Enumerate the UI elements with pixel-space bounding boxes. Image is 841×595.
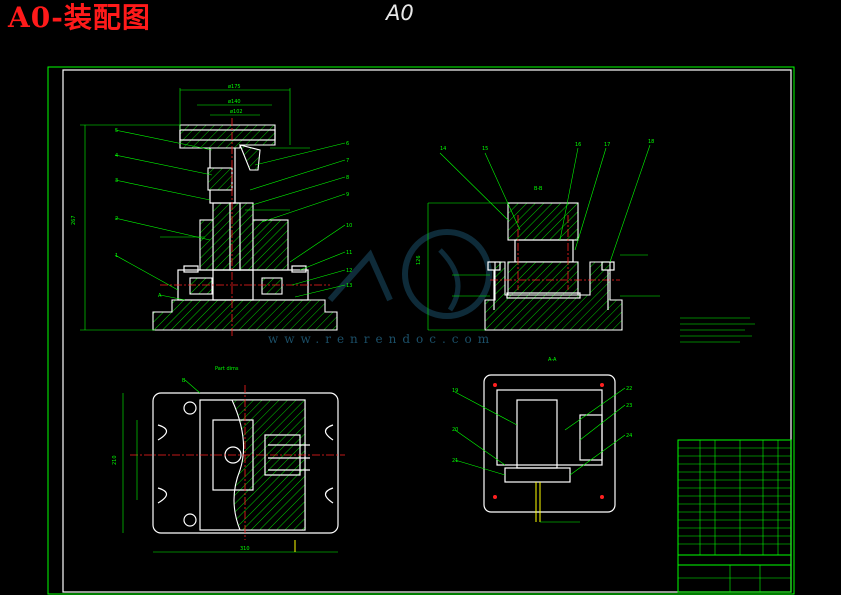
watermark-url: www.renrendoc.com: [268, 332, 496, 346]
svg-text:210: 210: [112, 455, 118, 465]
front-view: 267 ø175 ø140 ø102 5 4 3 2 1 A 6 7 8 9 1…: [71, 84, 352, 338]
svg-text:16: 16: [575, 142, 581, 148]
svg-text:310: 310: [240, 546, 250, 552]
aux-view: A-A 19 20 21 22 23 24: [452, 357, 632, 523]
svg-text:4: 4: [115, 153, 118, 159]
svg-text:9: 9: [346, 192, 349, 198]
section-view: 126 B-B 14 15 16 17 18: [416, 139, 660, 331]
technical-notes: [680, 317, 755, 343]
svg-text:23: 23: [626, 403, 632, 409]
svg-text:B: B: [182, 378, 186, 384]
title-block: [677, 439, 792, 593]
svg-text:17: 17: [604, 142, 610, 148]
paper-size-label: A0: [386, 1, 414, 25]
watermark-logo: [327, 229, 492, 319]
svg-text:A-A: A-A: [548, 357, 557, 363]
svg-text:8: 8: [346, 175, 349, 181]
svg-text:7: 7: [346, 158, 349, 164]
svg-text:11: 11: [346, 250, 352, 256]
svg-text:267: 267: [71, 215, 77, 225]
svg-text:ø102: ø102: [230, 109, 243, 115]
svg-text:ø140: ø140: [228, 99, 241, 105]
svg-text:Part dims: Part dims: [215, 366, 239, 372]
svg-text:12: 12: [346, 268, 352, 274]
svg-text:3: 3: [115, 178, 118, 184]
drawing-frame: [47, 66, 795, 595]
sheet-title: A0-装配图: [8, 1, 151, 34]
svg-text:5: 5: [115, 128, 118, 134]
svg-text:24: 24: [626, 433, 632, 439]
svg-text:B-B: B-B: [534, 186, 543, 192]
svg-text:ø175: ø175: [228, 84, 241, 90]
svg-text:22: 22: [626, 386, 632, 392]
svg-text:15: 15: [482, 146, 488, 152]
svg-text:A: A: [158, 293, 162, 299]
svg-text:18: 18: [648, 139, 654, 145]
top-view: 210 310 Part dims B: [112, 366, 345, 553]
svg-text:13: 13: [346, 283, 352, 289]
svg-text:20: 20: [452, 427, 458, 433]
svg-text:6: 6: [346, 141, 349, 147]
svg-text:2: 2: [115, 216, 118, 222]
svg-text:1: 1: [115, 253, 118, 259]
svg-text:10: 10: [346, 223, 352, 229]
svg-text:21: 21: [452, 458, 458, 464]
svg-text:19: 19: [452, 388, 458, 394]
svg-text:14: 14: [440, 146, 446, 152]
svg-text:126: 126: [416, 255, 422, 265]
